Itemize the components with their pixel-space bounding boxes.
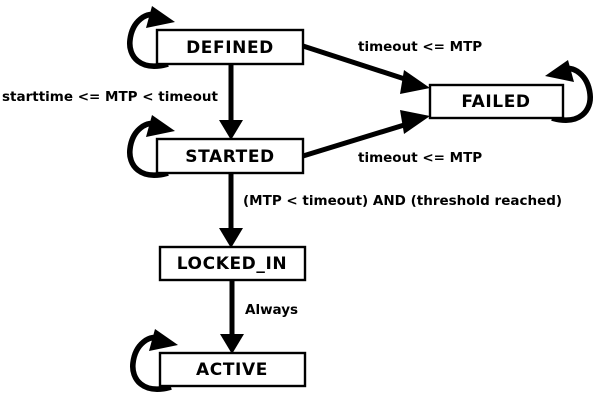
failed-self-loop-path xyxy=(551,65,593,123)
failed-self-loop-arrowhead xyxy=(545,60,574,82)
transition-started-self xyxy=(127,115,175,178)
transition-locked-in-to-active: Always xyxy=(220,280,298,354)
transition-active-self xyxy=(130,329,178,392)
defined-to-failed-arrowhead xyxy=(400,70,430,94)
active-self-loop-path xyxy=(130,334,172,392)
state-label-locked-in: LOCKED_IN xyxy=(177,254,288,274)
label-mtp-threshold: (MTP < timeout) AND (threshold reached) xyxy=(243,193,562,209)
label-timeout-mtp-top: timeout <= MTP xyxy=(358,39,482,55)
label-always: Always xyxy=(245,302,298,318)
state-node-defined[interactable]: DEFINED xyxy=(155,28,305,66)
state-node-locked-in[interactable]: LOCKED_IN xyxy=(158,245,307,282)
transition-started-to-failed: timeout <= MTP xyxy=(302,110,482,166)
state-box-failed[interactable] xyxy=(428,83,565,120)
started-self-loop-arrowhead xyxy=(146,115,175,137)
started-to-locked-in-arrowhead xyxy=(219,228,243,248)
state-label-failed: FAILED xyxy=(461,92,530,112)
transition-defined-self xyxy=(127,6,175,69)
state-node-failed[interactable]: FAILED xyxy=(428,83,565,120)
locked-in-to-active-arrowhead xyxy=(220,334,244,354)
state-box-defined[interactable] xyxy=(155,28,305,66)
state-box-active[interactable] xyxy=(158,351,307,388)
state-label-defined: DEFINED xyxy=(186,38,274,58)
transition-defined-to-failed: timeout <= MTP xyxy=(302,39,482,94)
transition-defined-to-started: starttime <= MTP < timeout xyxy=(2,64,243,140)
defined-to-started-arrowhead xyxy=(219,120,243,140)
started-to-failed-arrowhead xyxy=(400,110,430,134)
transition-failed-self xyxy=(545,60,593,123)
defined-to-failed-line xyxy=(302,43,415,85)
defined-self-loop-path xyxy=(127,11,169,69)
state-node-active[interactable]: ACTIVE xyxy=(158,351,307,388)
state-box-locked-in[interactable] xyxy=(158,245,307,282)
state-label-active: ACTIVE xyxy=(196,360,268,380)
state-node-started[interactable]: STARTED xyxy=(155,137,305,175)
label-starttime-mtp-timeout: starttime <= MTP < timeout xyxy=(2,89,218,105)
defined-self-loop-arrowhead xyxy=(146,6,175,28)
transition-started-to-locked-in: (MTP < timeout) AND (threshold reached) xyxy=(219,173,562,248)
label-timeout-mtp-bottom: timeout <= MTP xyxy=(358,150,482,166)
active-self-loop-arrowhead xyxy=(149,329,178,351)
state-label-started: STARTED xyxy=(185,147,275,167)
started-self-loop-path xyxy=(127,120,169,178)
started-to-failed-line xyxy=(302,119,415,159)
state-box-started[interactable] xyxy=(155,137,305,175)
